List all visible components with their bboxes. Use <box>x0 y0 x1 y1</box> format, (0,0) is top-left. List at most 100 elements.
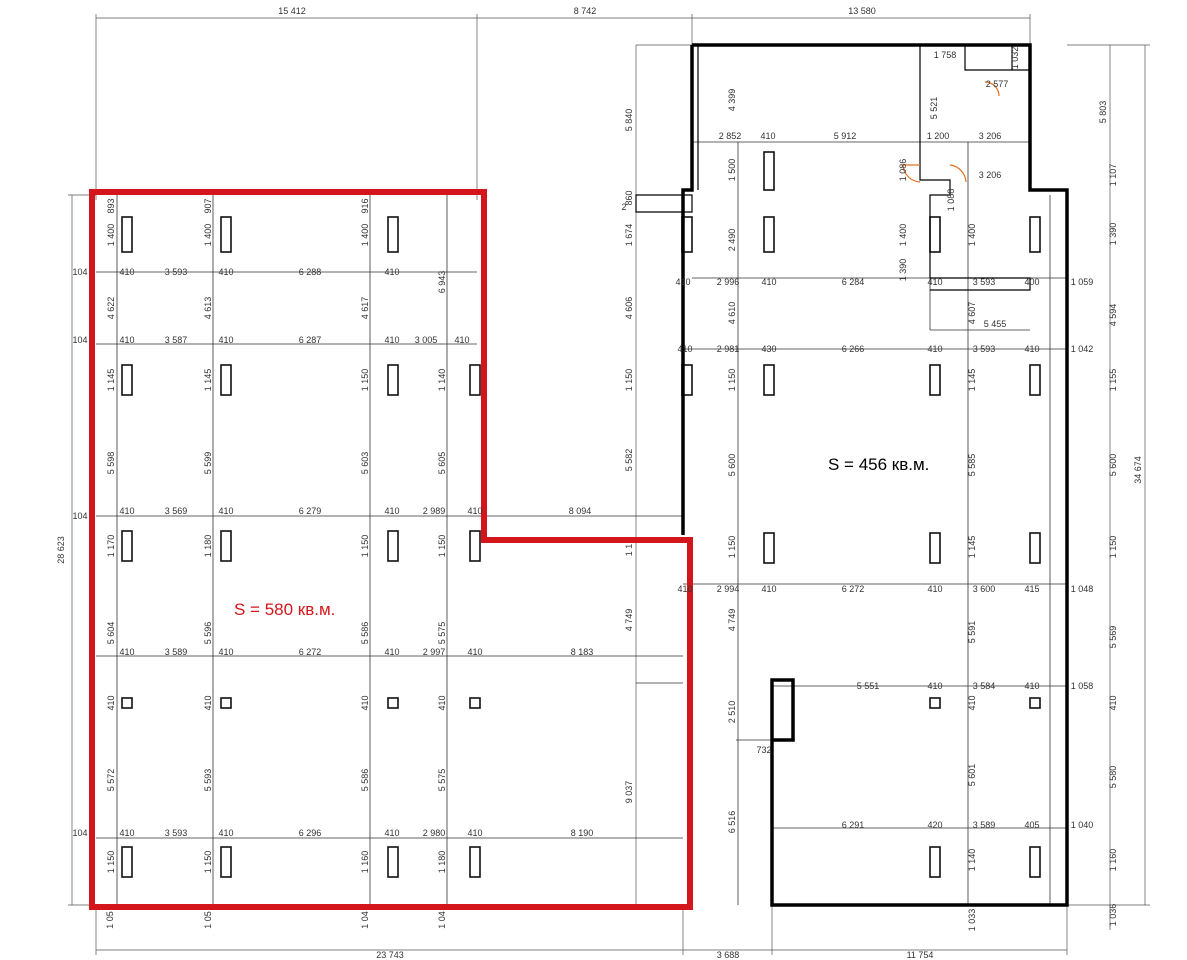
dim-bottom-3: 11 754 <box>907 950 934 960</box>
dimension-label: 5 596 <box>203 622 213 645</box>
dimension-label: 1 674 <box>624 224 634 247</box>
dimension-label: 1 140 <box>967 849 977 872</box>
dimension-label: 410 <box>467 828 482 838</box>
left-area-outline <box>89 189 693 910</box>
dimension-label: 2 997 <box>423 647 446 657</box>
dim-r8: 5 569 <box>1108 626 1118 649</box>
area-label-right: S = 456 кв.м. <box>828 455 929 474</box>
dimension-label: 3 005 <box>415 335 438 345</box>
right-grid-dims: 2 852 410 5 912 1 200 3 206 3 206 410 2 … <box>675 131 1093 830</box>
dimension-label: 4 749 <box>624 609 634 632</box>
dimension-label: 1 500 <box>727 159 737 182</box>
dimension-label: 5 586 <box>360 769 370 792</box>
dimension-label: 5 912 <box>834 131 857 141</box>
dimension-label: 4 622 <box>106 297 116 320</box>
dimension-label: 410 <box>454 335 469 345</box>
dimension-label: 410 <box>1024 344 1039 354</box>
dimension-label: 1 150 <box>727 536 737 559</box>
dimension-label: 410 <box>677 584 692 594</box>
dimension-label: 6 943 <box>437 271 447 294</box>
dimension-label: 415 <box>1024 584 1039 594</box>
dimension-label: 1 150 <box>106 851 116 874</box>
dimension-label: 2 989 <box>423 506 446 516</box>
dim-left-total: 28 623 <box>56 536 66 564</box>
dimension-label: 1 150 <box>624 369 634 392</box>
dimension-label: 410 <box>927 344 942 354</box>
dimension-label: 410 <box>761 584 776 594</box>
dimension-label: 1 400 <box>898 224 908 247</box>
dimension-label: 410 <box>218 506 233 516</box>
dim-top-2: 8 742 <box>574 6 597 16</box>
dimension-label: 5 582 <box>624 449 634 472</box>
dimension-label: 400 <box>1024 277 1039 287</box>
dimension-label: 3 584 <box>973 681 996 691</box>
dimension-label: 5 521 <box>929 97 939 120</box>
dim-r4: 4 594 <box>1108 304 1118 327</box>
dimension-label: 3 206 <box>979 170 1002 180</box>
right-dimension-chain: 5 803 1 107 1 390 4 594 1 155 5 600 1 15… <box>1098 101 1118 927</box>
dimension-label: 4 617 <box>360 297 370 320</box>
dimension-label: 4 613 <box>203 297 213 320</box>
dim-r9: 5 580 <box>1108 766 1118 789</box>
dimension-label: 6 266 <box>842 344 865 354</box>
dimension-label: 5 551 <box>857 681 880 691</box>
dimension-label: 893 <box>106 198 116 213</box>
dimension-label: 4 399 <box>727 89 737 112</box>
dimension-label: 1 400 <box>203 224 213 247</box>
dimension-label: 2 994 <box>717 584 740 594</box>
dimension-label: 420 <box>927 820 942 830</box>
dimension-label: 6 272 <box>299 647 322 657</box>
dimension-label: 5 605 <box>437 452 447 475</box>
dimension-label: 1 05 <box>203 911 213 929</box>
dimension-label: 1 145 <box>203 369 213 392</box>
dimension-label: 410 <box>106 695 116 710</box>
dimension-label: 3 600 <box>973 584 996 594</box>
dimension-label: 2 980 <box>423 828 446 838</box>
area-label-left: S = 580 кв.м. <box>234 600 335 619</box>
dimension-label: 3 589 <box>165 647 188 657</box>
dimension-label: 5 575 <box>437 769 447 792</box>
dim-r1: 5 803 <box>1098 101 1108 124</box>
dimension-label: 410 <box>119 828 134 838</box>
dimension-label: 2 490 <box>727 229 737 252</box>
dimension-label: 410 <box>218 828 233 838</box>
dimension-label: 410 <box>1024 681 1039 691</box>
dimension-label: 410 <box>437 695 447 710</box>
dimension-label: 5 575 <box>437 622 447 645</box>
dimension-label: 732 <box>756 745 771 755</box>
dimension-label: 104 <box>72 511 87 521</box>
dimension-label: 1 048 <box>1071 584 1094 594</box>
dimension-label: 5 572 <box>106 769 116 792</box>
dimension-label: 1 059 <box>1071 277 1094 287</box>
dimension-label: 2 852 <box>719 131 742 141</box>
dimension-label: 5 585 <box>967 454 977 477</box>
dimension-label: 1 150 <box>360 369 370 392</box>
dimension-label: 410 <box>967 695 977 710</box>
dimension-label: 1 400 <box>967 224 977 247</box>
dimension-label: 1 150 <box>360 535 370 558</box>
dimension-label: 1 04 <box>360 911 370 929</box>
right-building-walls <box>635 43 1069 907</box>
dimension-label: 3 593 <box>973 277 996 287</box>
dimension-label: 4 610 <box>727 302 737 325</box>
dimension-label: 410 <box>927 681 942 691</box>
dimension-label: 3 593 <box>165 828 188 838</box>
dimension-label: 6 296 <box>299 828 322 838</box>
dimension-label: 3 587 <box>165 335 188 345</box>
dimension-label: 1 400 <box>106 224 116 247</box>
dimension-label: 410 <box>218 267 233 277</box>
dimension-label: 1 1 <box>624 544 634 557</box>
dimension-label: 410 <box>218 335 233 345</box>
dimension-label: 410 <box>218 647 233 657</box>
dimension-label: 5 600 <box>727 454 737 477</box>
dim-r7: 1 150 <box>1108 536 1118 559</box>
dimension-label: 2 <box>621 202 626 212</box>
dim-r2: 1 107 <box>1108 164 1118 187</box>
dimension-label: 8 183 <box>571 647 594 657</box>
dimension-label: 5 599 <box>203 452 213 475</box>
dim-bottom-1: 23 743 <box>376 950 404 960</box>
dimension-label: 405 <box>1024 820 1039 830</box>
dimension-label: 4 606 <box>624 297 634 320</box>
dimension-label: 410 <box>677 344 692 354</box>
dimension-label: 6 279 <box>299 506 322 516</box>
